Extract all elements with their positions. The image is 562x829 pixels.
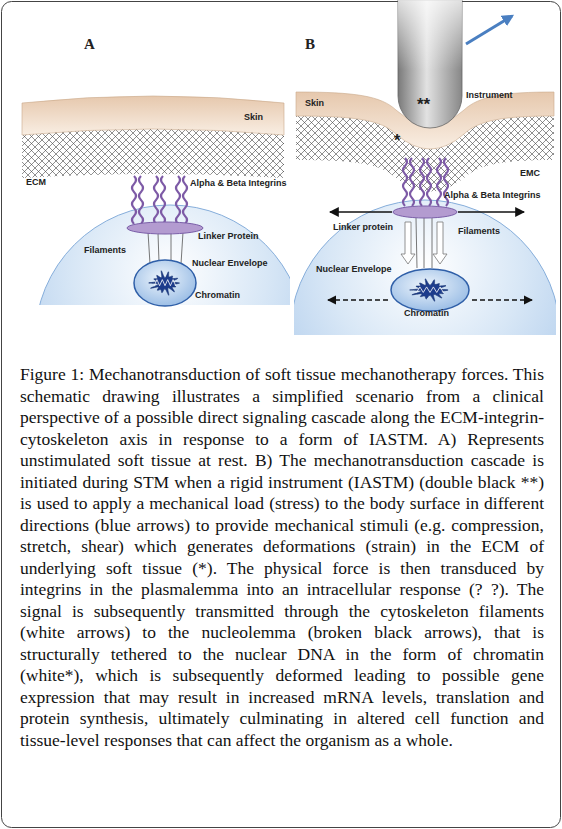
part-label: Filaments: [84, 245, 126, 256]
panel-letter: A: [84, 36, 95, 53]
filaments: [416, 218, 432, 268]
part-label: Filaments: [458, 226, 500, 237]
chromatin: [149, 271, 180, 296]
integrins: [403, 158, 448, 206]
instrument: **: [398, 0, 462, 128]
panel-letter: B: [305, 36, 315, 53]
linker-protein: [393, 206, 457, 218]
chromatin-strand: [154, 280, 176, 286]
nuclear-envelope: [391, 269, 469, 311]
node-label: Chromatin: [404, 308, 449, 319]
nucleus: Chromatin: [133, 259, 197, 307]
marker-symbol: *: [394, 132, 400, 150]
chromatin: [410, 279, 448, 302]
chromatin-strand: [417, 287, 444, 293]
part-label: Linker Protein: [198, 231, 259, 242]
stretch-arrows: [330, 211, 524, 212]
linker-protein: [127, 222, 203, 234]
node-outline: [390, 268, 470, 312]
figure-caption: Figure 1: Mechanotransduction of soft ti…: [20, 364, 544, 751]
filaments: [148, 232, 183, 264]
node-label: Skin: [305, 98, 324, 109]
integrins: [132, 176, 187, 224]
part-label: Instrument: [466, 90, 513, 101]
part-label: EMC: [520, 168, 540, 179]
part-label: Alpha & Beta Integrins: [190, 178, 287, 189]
white-arrows: [401, 222, 447, 264]
skin-band: Skin: [22, 95, 284, 137]
node-label: **: [417, 95, 430, 114]
part-label: Linker protein: [333, 222, 393, 233]
node-label: Skin: [244, 112, 263, 123]
instrument-shape: [398, 0, 462, 128]
part-label: ECM: [26, 177, 46, 188]
instrument-shine: [398, 0, 462, 128]
cell: [35, 205, 290, 305]
part-label: Nuclear Envelope: [316, 264, 392, 275]
skin-shape: [296, 92, 554, 149]
skin-shape: [22, 96, 284, 135]
part-label: Nuclear Envelope: [192, 258, 268, 269]
node-label: Chromatin: [195, 290, 240, 301]
cell: [294, 200, 556, 335]
nucleus: Chromatin: [390, 268, 470, 312]
part-label: Alpha & Beta Integrins: [444, 190, 541, 201]
node-outline: [133, 259, 197, 307]
nuclear-envelope: [134, 260, 196, 306]
